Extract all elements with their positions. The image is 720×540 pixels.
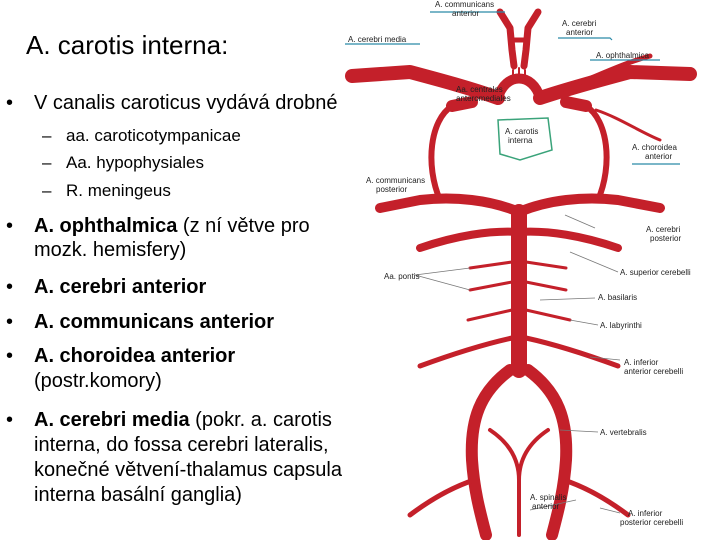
- label-inferior-anterior-2: anterior cerebelli: [624, 367, 683, 376]
- bullet-text: interna, do fossa cerebri lateralis,: [34, 434, 329, 456]
- label-vertebralis: A. vertebralis: [600, 428, 647, 437]
- label-carotis-interna-2: interna: [508, 136, 533, 145]
- leader-lines: [345, 11, 680, 165]
- a-ophthalmica: [557, 53, 653, 93]
- label-cerebri-posterior: A. cerebri: [646, 225, 680, 234]
- sub-item-text: aa. caroticotympanicae: [66, 126, 241, 145]
- label-superior-cerebelli: A. superior cerebelli: [620, 268, 691, 277]
- pointer-lines: [414, 214, 621, 514]
- a-inferior-anterior-cerebelli-left: [417, 335, 515, 369]
- a-carotis-interna-left: [446, 96, 478, 112]
- label-centrales: Aa. centrales: [456, 85, 503, 94]
- label-ophthalmica: A. ophthalmica: [596, 51, 649, 60]
- label-carotis-interna: A. carotis: [505, 127, 538, 136]
- bullet-text: (postr.komory): [34, 370, 162, 392]
- label-inferior-anterior: A. inferior: [624, 358, 659, 367]
- a-inferior-posterior-cerebelli-right: [561, 477, 631, 518]
- arteries: [345, 8, 697, 540]
- label-choroidea-anterior: A. choroidea: [632, 143, 677, 152]
- a-cerebri-media-left: [345, 65, 505, 105]
- label-basilaris: A. basilaris: [598, 293, 637, 302]
- bullet-dot: •: [6, 92, 14, 114]
- label-inferior-posterior-2: posterior cerebelli: [620, 518, 683, 527]
- carotis-highlight-outline: [497, 117, 553, 161]
- bullet-text: (pokr. a. carotis: [189, 409, 332, 431]
- sub-item-text: R. meningeus: [66, 181, 171, 200]
- a-superior-cerebelli-left: [416, 227, 523, 252]
- slide-title: A. carotis interna:: [26, 30, 229, 60]
- a-vertebralis-left: [465, 364, 516, 540]
- bullet-text: konečné větvení-thalamus capsula: [34, 459, 342, 481]
- label-inferior-posterior: A. inferior: [628, 509, 663, 518]
- label-cerebri-anterior: A. cerebri: [562, 19, 596, 28]
- diagram-labels: A. communicans anterior A. cerebri anter…: [348, 0, 691, 527]
- artery-diagram: A. communicans anterior A. cerebri anter…: [345, 0, 697, 540]
- bullet-text: (z ní větve pro: [177, 215, 310, 237]
- a-inferior-anterior-cerebelli-right: [523, 335, 621, 369]
- bullet-text: V canalis caroticus vydává drobné: [34, 92, 338, 114]
- label-choroidea-anterior-2: anterior: [645, 152, 672, 161]
- a-vertebralis-right: [522, 364, 573, 540]
- label-communicans-anterior-2: anterior: [452, 9, 479, 18]
- label-centrales-2: anteromediales: [456, 94, 511, 103]
- bullet-bold: A. ophthalmica: [34, 215, 178, 237]
- a-cerebri-posterior-right: [514, 193, 665, 217]
- aa-pontis: [468, 260, 568, 292]
- label-cerebri-posterior-2: posterior: [650, 234, 681, 243]
- bullet-text: interna basální ganglia): [34, 484, 242, 506]
- a-cerebri-posterior-left: [375, 193, 524, 217]
- a-labyrinthi: [524, 308, 572, 322]
- bullet-bold: A. communicans anterior: [34, 311, 275, 333]
- bullet-text: mozk. hemisfery): [34, 239, 187, 261]
- label-pontis: Aa. pontis: [384, 272, 420, 281]
- label-cerebri-anterior-2: anterior: [566, 28, 593, 37]
- a-communicans-posterior-left: [428, 103, 455, 203]
- a-superior-cerebelli-right: [515, 227, 622, 252]
- a-spinalis-anterior: [488, 428, 550, 537]
- label-spinalis-anterior-2: anterior: [532, 502, 559, 511]
- label-labyrinthi: A. labyrinthi: [600, 321, 642, 330]
- bullet-bold: A. choroidea anterior: [34, 345, 236, 367]
- label-spinalis-anterior: A. spinalis: [530, 493, 566, 502]
- label-communicans-anterior: A. communicans: [435, 0, 494, 9]
- a-choroidea-anterior: [594, 108, 662, 142]
- label-communicans-posterior: A. communicans: [366, 176, 425, 185]
- a-carotis-interna-right: [560, 96, 592, 112]
- a-communicans-posterior-right: [583, 103, 610, 203]
- bullet-bold: A. cerebri media: [34, 409, 190, 431]
- a-inferior-posterior-cerebelli-left: [407, 477, 477, 518]
- sub-item-text: Aa. hypophysiales: [66, 153, 204, 172]
- label-cerebri-media: A. cerebri media: [348, 35, 407, 44]
- label-communicans-posterior-2: posterior: [376, 185, 407, 194]
- a-cerebri-media-right: [533, 65, 697, 105]
- bullet-bold: A. cerebri anterior: [34, 276, 207, 298]
